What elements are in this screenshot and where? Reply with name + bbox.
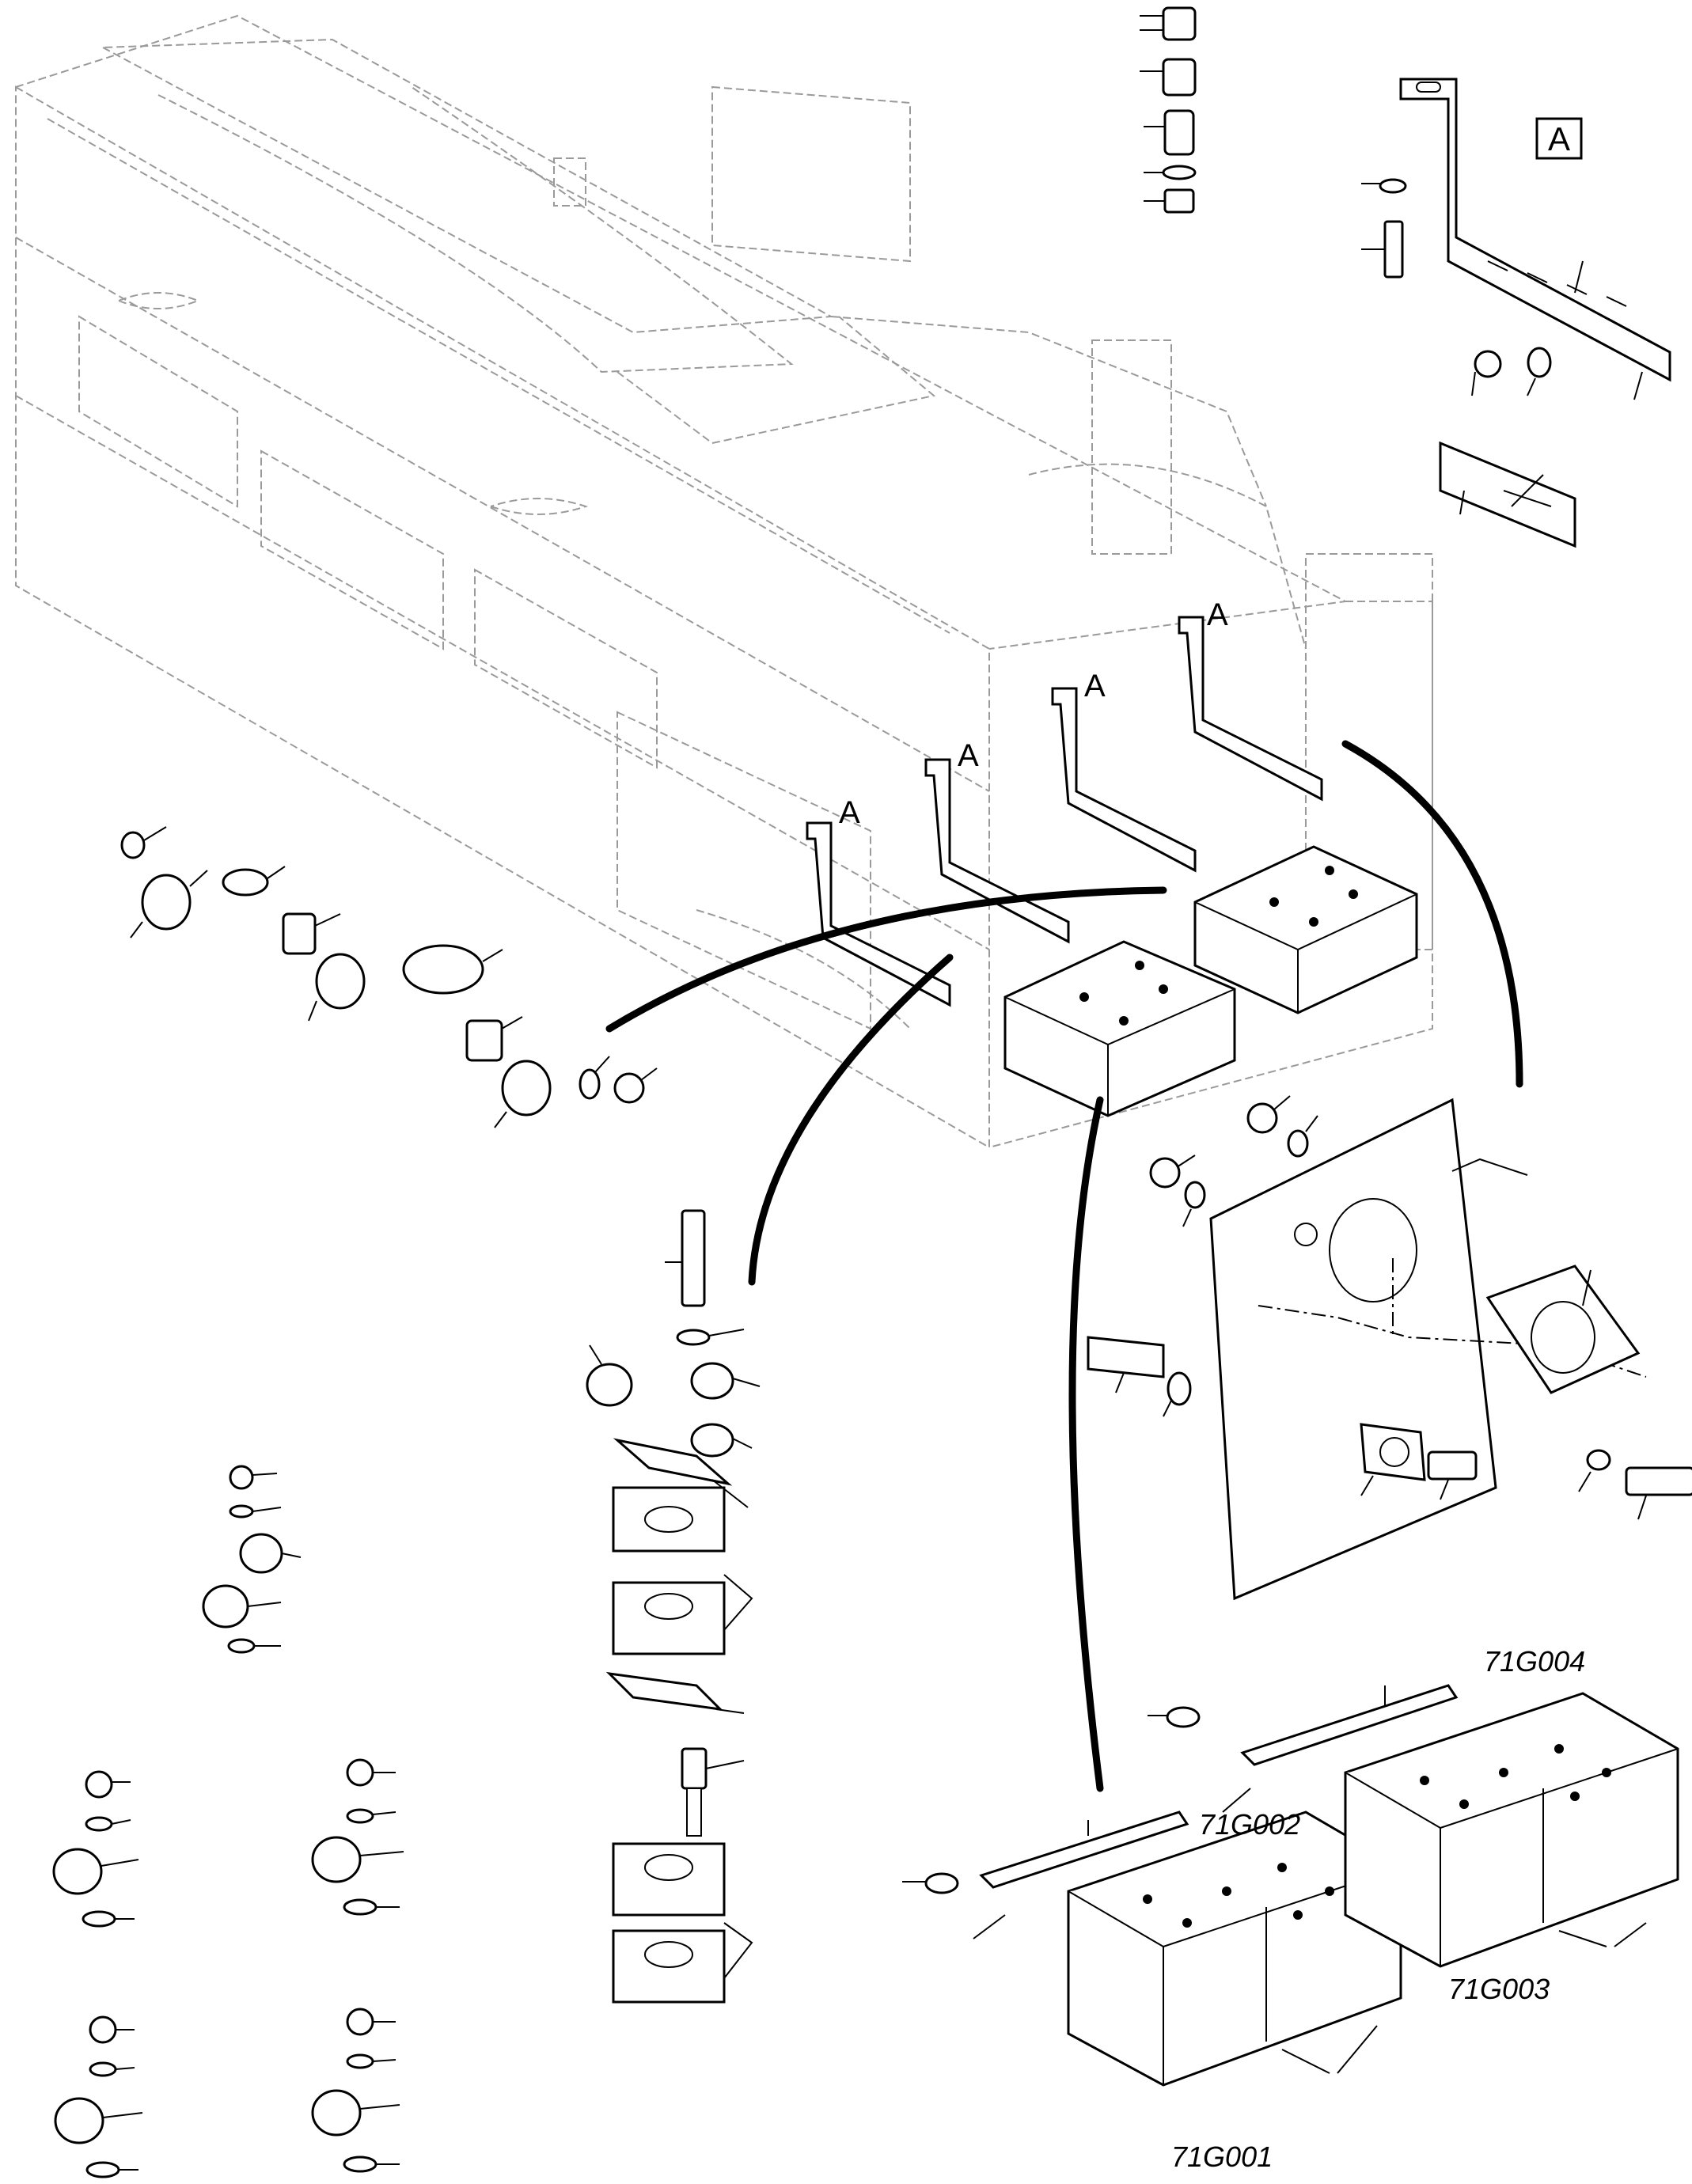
mounted-batteries: [1003, 845, 1418, 1117]
bracket-mark-2: A: [1084, 669, 1106, 703]
small-clamp-stack-3: [311, 1758, 404, 1916]
cable-clamp-assembly-left: [120, 826, 658, 1128]
detail-a-bracket: A: [1361, 78, 1671, 400]
bracket-mark-3: A: [958, 738, 979, 773]
mounted-brackets: A A A A: [806, 597, 1323, 1007]
battery-label-71G003: 71G003: [1448, 1973, 1550, 2005]
chassis-frame: [15, 14, 1433, 1149]
top-spring-stack: [1140, 6, 1197, 214]
battery-group-71G002: [902, 1811, 1402, 2087]
small-clamp-stack-5: [311, 2008, 400, 2173]
center-clamp-stack: [586, 1209, 761, 2004]
detail-marker-box: [1535, 117, 1583, 160]
small-clamp-stack-2: [52, 1770, 139, 1928]
bracket-mark-1: A: [1207, 597, 1228, 632]
cables: [605, 740, 1523, 1792]
bracket-mark-4: A: [839, 795, 860, 830]
small-clamp-stack-4: [54, 2015, 143, 2178]
mounting-plate-assembly: [1087, 1095, 1692, 1601]
battery-label-71G002: 71G002: [1199, 1808, 1300, 1841]
ground-strap: [1439, 441, 1576, 548]
small-clamp-stack-1: [202, 1465, 302, 1654]
battery-group-71G004: [1148, 1684, 1679, 1968]
battery-label-71G001: 71G001: [1171, 2140, 1273, 2173]
detail-marker: A: [1548, 120, 1570, 157]
battery-label-71G004: 71G004: [1484, 1645, 1585, 1678]
